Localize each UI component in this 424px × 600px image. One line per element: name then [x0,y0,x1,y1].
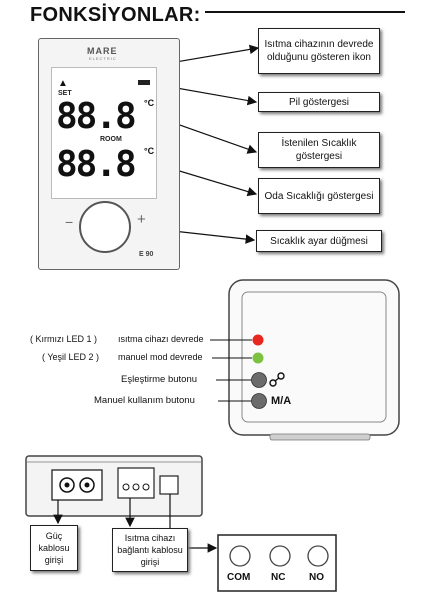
title-underline [205,11,405,13]
callout-heater-cable: Isıtma cihazı bağlantı kablosu girişi [112,528,188,572]
room-label: ROOM [100,136,122,143]
manual-button-knob [251,393,267,409]
receiver-base [269,433,371,441]
set-temp-display: 88.8 [56,96,137,137]
lcd-screen: ▲ SET 88.8 °C ROOM 88.8 °C [51,67,157,199]
led2-id: ( Yeşil LED 2 ) [42,352,100,362]
flame-icon: ▲ [58,78,68,89]
callout-room-temp: Oda Sıcaklığı göstergesi [258,178,380,214]
thermostat: MARE ELECTRIC ▲ SET 88.8 °C ROOM 88.8 °C… [38,38,180,270]
brand-sub: ELECTRIC [89,56,117,61]
terminal-no-label: NO [309,572,324,583]
ma-label: M/A [271,395,292,407]
receiver-face [241,291,387,423]
set-label: SET [58,90,72,97]
manual-button-label: Manuel kullanım butonu [94,395,195,406]
model-label: E 90 [139,251,154,258]
callout-knob: Sıcaklık ayar düğmesi [256,230,382,252]
terminal-nc [269,545,291,567]
room-temp-display: 88.8 [56,144,137,185]
green-led-2 [252,352,264,364]
link-icon [269,372,285,387]
callout-heating-icon: Isıtma cihazının devrede olduğunu göster… [258,28,380,74]
callout-battery: Pil göstergesi [258,92,380,112]
pair-button-label: Eşleştirme butonu [121,374,198,385]
terminal-nc-label: NC [271,572,286,583]
plus-sign: + [137,211,146,228]
callout-power-cable: Güç kablosu girişi [30,525,78,571]
led1-id: ( Kırmızı LED 1 ) [30,334,98,344]
terminal-com-label: COM [227,572,251,583]
temperature-knob[interactable] [79,201,131,253]
brand-logo: MARE [87,46,118,56]
red-led-1 [252,334,264,346]
led1-desc: ısıtma cihazı devrede [118,334,204,344]
terminal-com [229,545,251,567]
minus-sign: − [65,214,74,230]
unit-celsius-top: °C [144,98,155,108]
pair-button-knob [251,372,267,388]
battery-icon [138,80,150,85]
terminal-no [307,545,329,567]
terminal-block [117,467,155,499]
unit-celsius-bottom: °C [144,146,155,156]
small-switch [159,475,179,495]
page-title: FONKSİYONLAR: [30,4,201,26]
led2-desc: manuel mod devrede [118,352,203,362]
callout-set-temp: İstenilen Sıcaklık göstergesi [258,132,380,168]
